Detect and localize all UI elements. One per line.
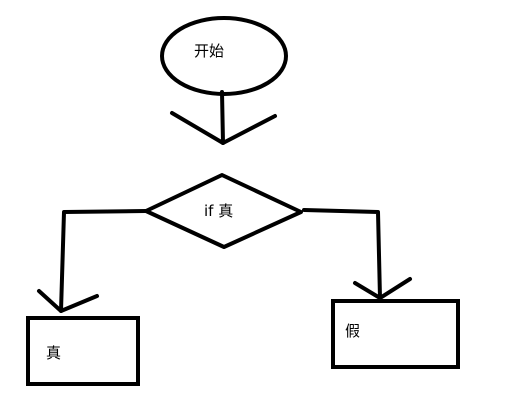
start-arrowhead <box>170 111 277 145</box>
true-box-label: 真 <box>46 344 61 362</box>
decision-label: if 真 <box>204 202 233 220</box>
true-branch-line <box>59 209 148 313</box>
false-box <box>331 299 460 369</box>
true-box <box>26 316 140 386</box>
decision-diamond <box>144 173 303 249</box>
start-label: 开始 <box>194 42 224 60</box>
start-arrow <box>220 90 225 145</box>
false-branch-line <box>302 208 382 300</box>
false-branch-arrowhead <box>353 277 412 300</box>
true-branch-arrowhead <box>37 289 99 313</box>
false-box-label: 假 <box>345 322 360 340</box>
